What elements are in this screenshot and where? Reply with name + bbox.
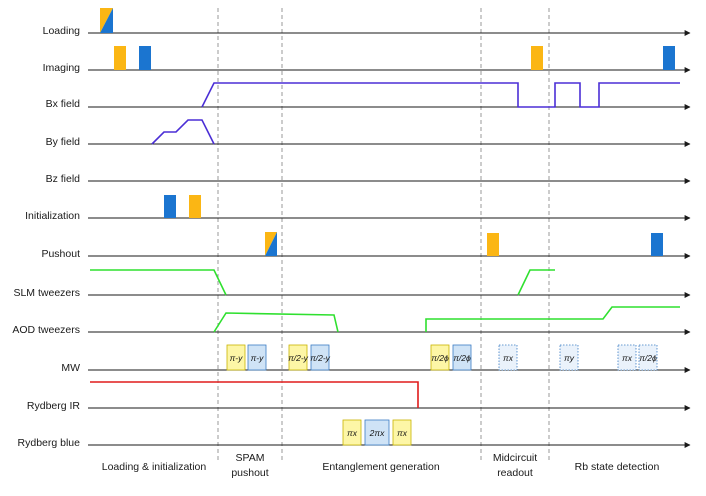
rydberg-pulse-label: πx [397,428,408,438]
row-label-rydberg-blue: Rydberg blue [18,437,81,449]
mw-pulses: π-y π-y π/2-y π/2-y π/2ϕ π/2ϕ πx [226,344,658,371]
phase-label-rb-detection: Rb state detection [575,461,660,473]
mw-pulse-label: πx [503,353,514,363]
mw-pulse-label: π/2ϕ [639,353,657,363]
row-label-loading: Loading [43,25,81,37]
phase-label-spam-line1: SPAM [236,452,265,464]
mw-pulse-label: π/2-y [310,353,331,363]
phase-label-midcircuit-line1: Midcircuit [493,452,537,464]
mw-pulse-label: πx [622,353,633,363]
slm-tweezers-waveform [517,269,555,296]
rydberg-ir-waveform [90,381,419,408]
slm-tweezers-waveform [90,269,227,296]
rydberg-blue-pulses: πx 2πx πx [342,419,412,446]
loading-pulse [100,8,113,33]
loading-pulse-blue [100,8,113,33]
rydberg-pulse-label: 2πx [369,428,385,438]
row-label-pushout: Pushout [41,248,80,260]
phase-dividers [217,8,550,460]
imaging-pulse-blue [663,46,675,70]
rydberg-pulse: πx [392,419,412,446]
mw-pulse: π/2ϕ [430,344,450,371]
phase-label-loading-init: Loading & initialization [102,461,207,473]
phase-labels: Loading & initialization SPAM pushout En… [102,452,660,479]
row-label-slm: SLM tweezers [13,287,80,299]
mw-pulse: π/2-y [310,344,331,371]
init-pulse-yellow [189,195,201,218]
mw-pulse: πx [498,344,518,371]
row-label-bz: Bz field [46,173,81,185]
mw-pulse: π-y [247,344,267,371]
aod-tweezers-waveform [213,312,339,333]
imaging-pulse-yellow [531,46,543,70]
mw-pulse-label: π-y [251,353,265,363]
row-label-mw: MW [61,362,80,374]
row-label-init: Initialization [25,210,80,222]
pushout-pulse-blue [265,232,277,256]
mw-pulse: π/2ϕ [638,344,658,371]
imaging-pulse-blue [139,46,151,70]
row-label-rydberg-ir: Rydberg IR [27,400,81,412]
initialization-pulses [164,195,201,218]
init-pulse-blue [164,195,176,218]
pushout-pulse-blue [651,233,663,256]
mw-pulse: π/2ϕ [452,344,472,371]
phase-label-entanglement: Entanglement generation [322,461,439,473]
phase-label-midcircuit-line2: readout [497,467,533,479]
by-field-waveform [151,119,215,145]
pushout-pulse-yellow [487,233,499,256]
bx-field-waveform [201,82,680,108]
mw-pulse-label: πy [564,353,575,363]
mw-pulse: πx [617,344,637,371]
mw-pulse: π-y [226,344,246,371]
rydberg-pulse: πx [342,419,362,446]
imaging-pulses [114,46,675,70]
mw-pulse: π/2-y [288,344,309,371]
rydberg-pulse-label: πx [347,428,358,438]
mw-pulse-label: π/2ϕ [431,353,449,363]
row-label-aod: AOD tweezers [12,324,80,336]
row-label-by: By field [46,136,81,148]
mw-pulse-label: π/2ϕ [453,353,471,363]
mw-pulse-label: π/2-y [288,353,309,363]
mw-pulse: πy [559,344,579,371]
phase-label-spam-line2: pushout [231,467,268,479]
row-labels: Loading Imaging Bx field By field Bz fie… [12,25,80,449]
mw-pulse-label: π-y [230,353,244,363]
rydberg-pulse: 2πx [364,419,390,446]
row-label-bx: Bx field [46,98,81,110]
aod-tweezers-waveform [425,306,680,332]
row-label-imaging: Imaging [43,62,81,74]
imaging-pulse-yellow [114,46,126,70]
pushout-pulses [265,232,663,256]
